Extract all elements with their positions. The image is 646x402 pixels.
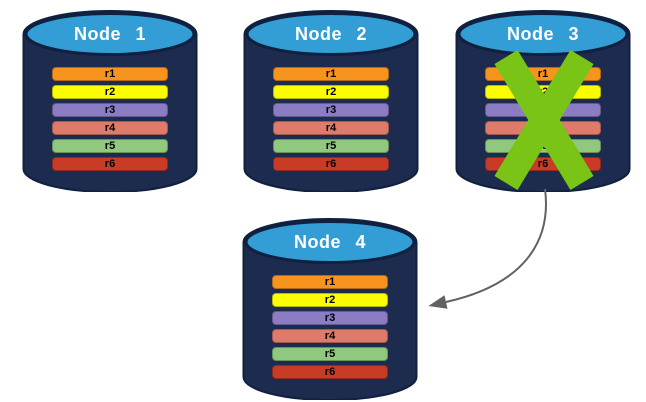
replica-label: r6 [104,157,116,170]
replica-bar-r5: r5 [272,347,388,361]
replica-label: r4 [104,121,116,134]
replica-bar-r3: r3 [272,311,388,325]
node-3: Node 3 r1 r2 r3 r4 r5 r6 [455,10,631,192]
arrowhead-icon [428,295,448,309]
replica-label: r4 [324,329,336,342]
replica-label: r1 [325,67,337,80]
failure-x-icon [494,50,594,190]
replica-bar-r1: r1 [52,67,168,81]
cylinder-top [24,12,196,56]
replica-bar-r2: r2 [272,293,388,307]
replica-label: r5 [324,347,336,360]
replica-label: r3 [324,311,336,324]
replica-label: r2 [324,293,336,306]
replica-label: r1 [104,67,116,80]
cylinder-top [244,220,416,264]
node-title: Node 4 [293,232,366,252]
replica-bar-r3: r3 [52,103,168,117]
node-title: Node 3 [506,24,579,44]
replica-bar-r3: r3 [273,103,389,117]
replica-label: r4 [325,121,337,134]
replica-bar-r2: r2 [273,85,389,99]
replica-label: r2 [537,85,549,98]
node-4: Node 4 r1 r2 r3 r4 r5 r6 [242,218,418,400]
cylinder-top [245,12,417,56]
replica-bar-r2: r2 [52,85,168,99]
node-title: Node 1 [73,24,146,44]
transfer-arrow [428,188,547,309]
replica-label: r1 [324,275,336,288]
replica-bar-r6: r6 [273,157,389,171]
replica-bar-r6: r6 [272,365,388,379]
replica-label: r6 [325,157,337,170]
replica-label: r5 [104,139,116,152]
node-title: Node 2 [294,24,367,44]
replica-label: r2 [325,85,337,98]
replica-label: r3 [104,103,116,116]
replica-label: r2 [104,85,116,98]
node-2: Node 2 r1 r2 r3 r4 r5 r6 [243,10,419,192]
replica-label: r1 [537,67,549,80]
replica-label: r6 [324,365,336,378]
replica-bar-r5: r5 [52,139,168,153]
replica-bar-r4: r4 [273,121,389,135]
replica-bar-r5: r5 [273,139,389,153]
replica-bar-r1: r1 [273,67,389,81]
replica-bar-r4: r4 [272,329,388,343]
cylinder-top [457,12,629,56]
replica-label: r5 [325,139,337,152]
replica-bar-r1: r1 [272,275,388,289]
transfer-arrow-curve [445,188,547,303]
node-1: Node 1 r1 r2 r3 r4 r5 r6 [22,10,198,192]
replica-bar-r4: r4 [52,121,168,135]
replica-bar-r6: r6 [52,157,168,171]
replica-label: r6 [537,157,549,170]
replica-label: r3 [325,103,337,116]
